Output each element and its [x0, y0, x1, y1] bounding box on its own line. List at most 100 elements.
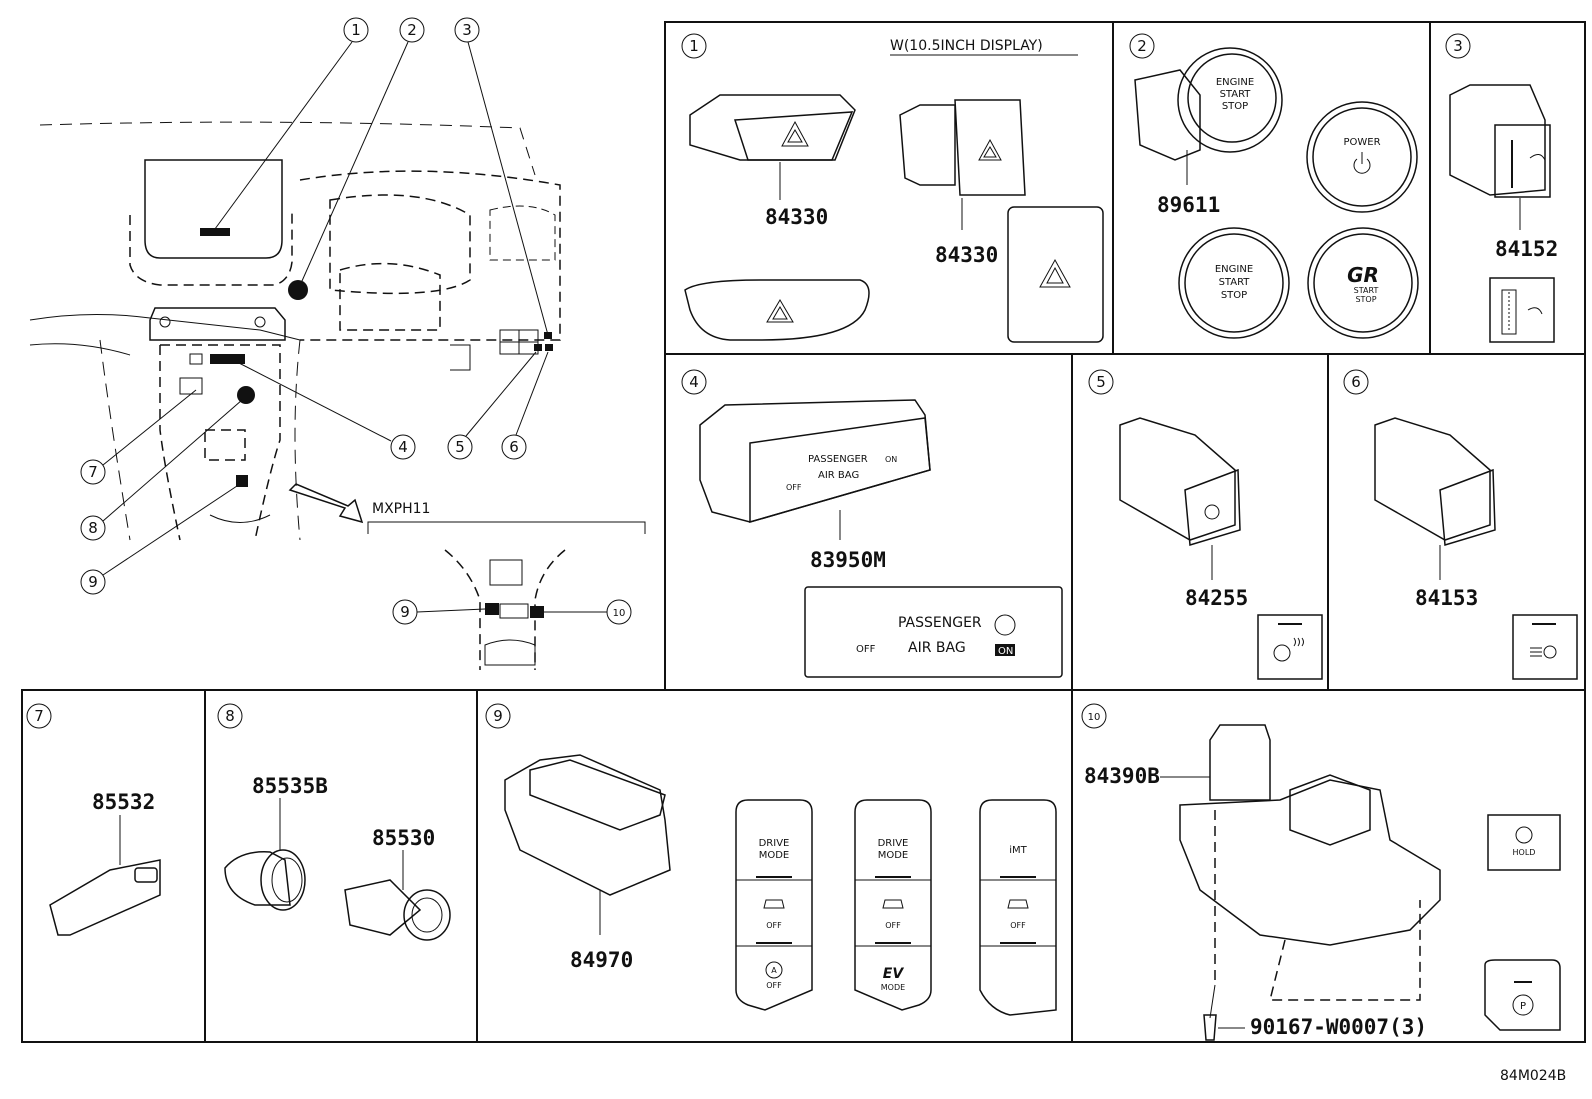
panel-2-number: 2	[1129, 33, 1155, 59]
dashboard-overview: 1 2 3 4	[29, 17, 646, 670]
overview-callout-9: 9	[80, 569, 106, 595]
svg-text:ENGINE: ENGINE	[1216, 77, 1254, 88]
panel-5-heater-switch: 5 84255	[1088, 369, 1323, 680]
svg-text:9: 9	[88, 573, 98, 591]
panel-8-sockets: 8 85535B 85530	[217, 703, 451, 941]
panel-10-parking-brake: 10 84390B 90167-W0007(3) HOLD P	[1081, 703, 1561, 1041]
svg-text:PASSENGER: PASSENGER	[898, 615, 982, 631]
panel-frames	[21, 21, 1586, 1043]
part-85530: 85530	[372, 826, 435, 850]
svg-text:1: 1	[351, 21, 361, 39]
svg-text:2: 2	[407, 21, 417, 39]
inset-callout-9: 9	[392, 599, 418, 625]
overview-callout-6: 6	[501, 434, 527, 460]
panel-7-number: 7	[26, 703, 52, 729]
svg-text:STOP: STOP	[1355, 295, 1376, 304]
hold-label: HOLD	[1513, 848, 1536, 857]
svg-text:9: 9	[400, 603, 410, 621]
svg-text:5: 5	[455, 438, 465, 456]
panel-7-usb: 7 85532	[26, 703, 161, 936]
overview-callout-8: 8	[80, 515, 106, 541]
overview-callout-4: 4	[390, 434, 416, 460]
svg-text:MXPH11: MXPH11	[372, 501, 430, 517]
svg-text:AIR BAG: AIR BAG	[818, 470, 859, 481]
panel-6-headlamp-switch: 6 84153	[1343, 369, 1578, 680]
svg-text:4: 4	[398, 438, 408, 456]
svg-text:ON: ON	[885, 455, 897, 464]
svg-text:GR: GR	[1347, 263, 1379, 287]
svg-text:DRIVE: DRIVE	[759, 838, 790, 849]
svg-text:OFF: OFF	[885, 921, 901, 930]
svg-text:MODE: MODE	[881, 983, 905, 992]
svg-text:EV: EV	[883, 966, 905, 982]
svg-text:8: 8	[88, 519, 98, 537]
svg-text:10: 10	[613, 608, 626, 619]
svg-text:8: 8	[225, 707, 235, 725]
inset-callout-10: 10	[606, 599, 632, 625]
svg-text:9: 9	[493, 707, 503, 725]
panel-4-airbag: 4 PASSENGER AIR BAG OFF ON 83950M PASSEN…	[681, 369, 1063, 678]
svg-text:1: 1	[689, 37, 699, 55]
svg-text:3: 3	[1453, 37, 1463, 55]
part-84330-a: 84330	[765, 205, 828, 229]
svg-text:AIR BAG: AIR BAG	[908, 640, 966, 656]
svg-text:7: 7	[34, 707, 44, 725]
p-label: P	[1520, 1001, 1526, 1012]
svg-text:STOP: STOP	[1221, 290, 1247, 301]
overview-callout-2: 2	[399, 17, 425, 43]
overview-callout-1: 1	[343, 17, 369, 43]
svg-text:6: 6	[509, 438, 519, 456]
panel-3-light-switch: 3 84152	[1445, 33, 1558, 343]
panel-5-number: 5	[1088, 369, 1114, 395]
svg-text:6: 6	[1351, 373, 1361, 391]
svg-text:5: 5	[1096, 373, 1106, 391]
part-84390B: 84390B	[1084, 764, 1160, 788]
panel-2-engine-switch: 2 ENGINE START STOP 89611 POWER ENGINE S…	[1129, 33, 1419, 339]
overview-callout-3: 3	[454, 17, 480, 43]
svg-text:START: START	[1219, 277, 1251, 288]
svg-text:MODE: MODE	[878, 850, 909, 861]
svg-text:iMT: iMT	[1009, 845, 1027, 856]
svg-text:MODE: MODE	[759, 850, 790, 861]
panel-9-drive-mode: 9 84970 DRIVE MODE OFF A OFF DRIVE MODE …	[485, 703, 1057, 1016]
svg-text:START: START	[1220, 89, 1252, 100]
panel-10-number: 10	[1081, 703, 1107, 729]
svg-text:OFF: OFF	[856, 644, 876, 655]
part-89611: 89611	[1157, 193, 1220, 217]
svg-text:ON: ON	[998, 646, 1013, 657]
svg-text:10: 10	[1088, 712, 1101, 723]
screw-part-number: 90167-W0007(3)	[1250, 1015, 1427, 1039]
part-84255: 84255	[1185, 586, 1248, 610]
svg-text:OFF: OFF	[786, 483, 802, 492]
svg-text:OFF: OFF	[766, 981, 782, 990]
svg-text:DRIVE: DRIVE	[878, 838, 909, 849]
part-84152: 84152	[1495, 237, 1558, 261]
panel-1-number: 1	[681, 33, 707, 59]
part-85535B: 85535B	[252, 774, 328, 798]
panel-1-hazard: 1 W(10.5INCH DISPLAY) 84330 84330	[681, 33, 1104, 343]
svg-text:STOP: STOP	[1222, 101, 1248, 112]
svg-text:ENGINE: ENGINE	[1215, 264, 1253, 275]
svg-text:2: 2	[1137, 37, 1147, 55]
overview-callout-5: 5	[447, 434, 473, 460]
part-84153: 84153	[1415, 586, 1478, 610]
part-83950M: 83950M	[810, 548, 886, 572]
display-note: W(10.5INCH DISPLAY)	[890, 38, 1043, 54]
part-84330-b: 84330	[935, 243, 998, 267]
svg-text:3: 3	[462, 21, 472, 39]
part-85532: 85532	[92, 790, 155, 814]
panel-4-number: 4	[681, 369, 707, 395]
svg-text:PASSENGER: PASSENGER	[808, 454, 868, 465]
figure-code: 84M024B	[1500, 1068, 1566, 1084]
svg-text:A: A	[771, 966, 777, 975]
panel-9-number: 9	[485, 703, 511, 729]
part-84970: 84970	[570, 948, 633, 972]
svg-text:OFF: OFF	[766, 921, 782, 930]
panel-3-number: 3	[1445, 33, 1471, 59]
svg-text:4: 4	[689, 373, 699, 391]
panel-8-number: 8	[217, 703, 243, 729]
svg-text:START: START	[1354, 286, 1379, 295]
power-label: POWER	[1343, 137, 1380, 148]
overview-callout-7: 7	[80, 459, 106, 485]
